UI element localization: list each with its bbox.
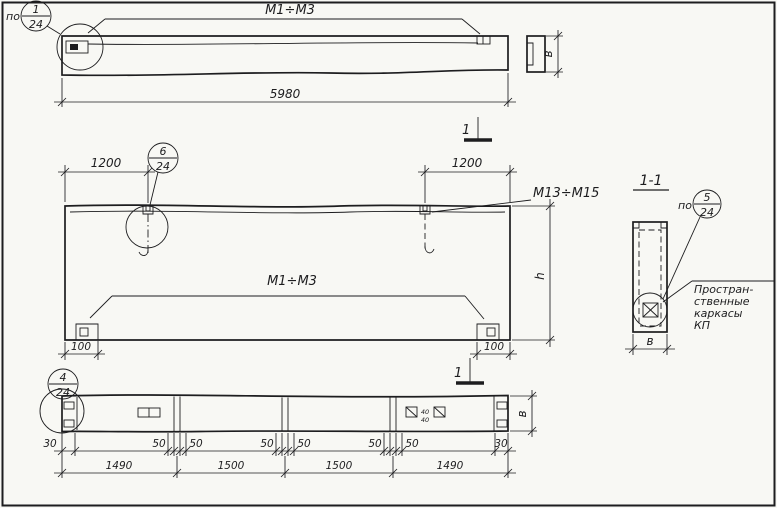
detail-circle-loop <box>125 205 169 249</box>
detail-circle-left-end <box>56 23 104 71</box>
beam-inner-edge <box>87 42 479 45</box>
dimension-width-top <box>546 30 563 78</box>
detail-bubble-4-24: 4 24 <box>47 368 79 400</box>
anchor-mark-text: М13÷М15 <box>533 186 599 201</box>
embed-mark-text: М1÷М3 <box>267 274 317 289</box>
end-view <box>526 35 546 73</box>
tiny-dim-2: 40 <box>421 416 429 424</box>
dim-1490-b: 1490 <box>437 460 464 472</box>
dimension-row1 <box>54 433 516 456</box>
detail-bubble-6-24: 6 24 <box>147 142 179 206</box>
bubble-numerator: 1 <box>33 3 40 16</box>
dim-1500-a: 1500 <box>218 460 245 472</box>
beam-outline <box>61 35 509 77</box>
note-line-3: каркасы <box>694 307 743 320</box>
bubble-leader <box>662 216 701 300</box>
karkas-note: Простран- ственные каркасы КП <box>662 280 774 332</box>
corner-embed-left <box>75 323 99 340</box>
dimension-h-text: h <box>533 272 547 280</box>
top-plan-view: по 1 24 М1÷М3 5980 <box>6 0 563 107</box>
right-end-channel <box>493 396 508 431</box>
bubble-numerator: 6 <box>160 145 167 158</box>
dimension-width-section <box>625 334 675 355</box>
beam-outline-bottom <box>61 394 509 433</box>
dim-50-a: 50 <box>152 438 166 450</box>
right-top-slot <box>476 35 491 45</box>
section-outline <box>632 221 668 333</box>
section-1-1-view: 1-1 по 5 24 Простран- ственные карк <box>625 173 774 355</box>
cut-label-bottom: 1 <box>454 366 462 381</box>
dimension-100-right-text: 100 <box>484 341 504 353</box>
embed-mark-text: М1÷М3 <box>265 3 315 18</box>
tiny-dim-1: 40 <box>421 408 429 416</box>
po-prefix-label: по <box>6 10 20 23</box>
dim-1490-a: 1490 <box>106 460 133 472</box>
bubble-denominator: 24 <box>700 206 714 219</box>
karkas-cross-section <box>642 302 659 318</box>
bubble-denominator: 24 <box>156 160 170 173</box>
dimension-100-left-text: 100 <box>71 341 91 353</box>
panel-inner-edge <box>69 210 506 214</box>
dimension-1200-left <box>58 165 155 203</box>
bubble-denominator: 24 <box>56 386 70 399</box>
dim-30-left: 30 <box>43 438 57 450</box>
note-line-2: ственные <box>694 295 750 308</box>
dimension-1200-right-text: 1200 <box>452 156 483 170</box>
bubble-numerator: 4 <box>60 371 67 384</box>
dim-50-b: 50 <box>189 438 203 450</box>
left-end-channel <box>63 397 78 430</box>
lifting-loop-right <box>419 206 435 254</box>
elevation-view: 6 24 М13÷М15 1200 1200 <box>58 142 599 360</box>
dim-50-d: 50 <box>297 438 311 450</box>
dim-50-c: 50 <box>260 438 274 450</box>
dimension-width-section-text: в <box>646 334 653 348</box>
cut-label-top: 1 <box>462 123 470 138</box>
panel-outline <box>64 204 511 341</box>
dimension-5980-text: 5980 <box>270 87 301 101</box>
bubble-leader <box>149 171 159 206</box>
note-line-4: КП <box>694 319 710 332</box>
bottom-view: 4 24 <box>39 368 537 478</box>
joint-lines <box>173 396 397 431</box>
bubble-numerator: 5 <box>704 191 711 204</box>
section-title: 1-1 <box>640 173 663 189</box>
section-cut-mark-top: 1 <box>462 117 492 142</box>
dim-30-right: 30 <box>494 438 508 450</box>
mark-label-m1-m3-elevation: М1÷М3 <box>89 274 485 320</box>
note-line-1: Простран- <box>694 283 753 296</box>
dimension-100-right <box>470 342 517 360</box>
dimension-1200-right <box>418 165 517 203</box>
dimension-row2 <box>54 456 516 478</box>
section-top-grooves <box>633 222 667 229</box>
dimension-100-left <box>58 341 105 360</box>
embed-plate-pair <box>137 407 161 418</box>
dimension-width-bottom <box>510 390 537 437</box>
bubble-leader <box>46 25 61 35</box>
dim-50-e: 50 <box>368 438 382 450</box>
detail-bubble-5-24: по 5 24 <box>662 189 722 300</box>
small-embeds-right: 40 40 <box>405 406 446 424</box>
dim-50-f: 50 <box>405 438 419 450</box>
reinforcement-cage-dashed <box>638 229 662 327</box>
dimension-h <box>512 199 555 347</box>
corner-embed-right <box>476 323 500 340</box>
dimension-1200-left-text: 1200 <box>91 156 122 170</box>
detail-bubble-1-24: по 1 24 <box>6 0 61 35</box>
detail-circle-karkas <box>632 292 668 328</box>
dimension-width-bottom-text: в <box>515 410 529 417</box>
bubble-denominator: 24 <box>29 18 43 31</box>
dimension-width-top-text: в <box>541 50 555 57</box>
dim-1500-b: 1500 <box>326 460 353 472</box>
section-cut-mark-bottom: 1 <box>454 358 484 385</box>
po-prefix-label: по <box>678 199 692 212</box>
left-end-embed-detail <box>65 40 89 54</box>
lifting-loop-left <box>138 206 154 256</box>
mark-label-m1-m3-top: М1÷М3 <box>87 3 481 35</box>
dimension-5980 <box>54 73 516 107</box>
anchor-mark-leader <box>431 199 532 213</box>
